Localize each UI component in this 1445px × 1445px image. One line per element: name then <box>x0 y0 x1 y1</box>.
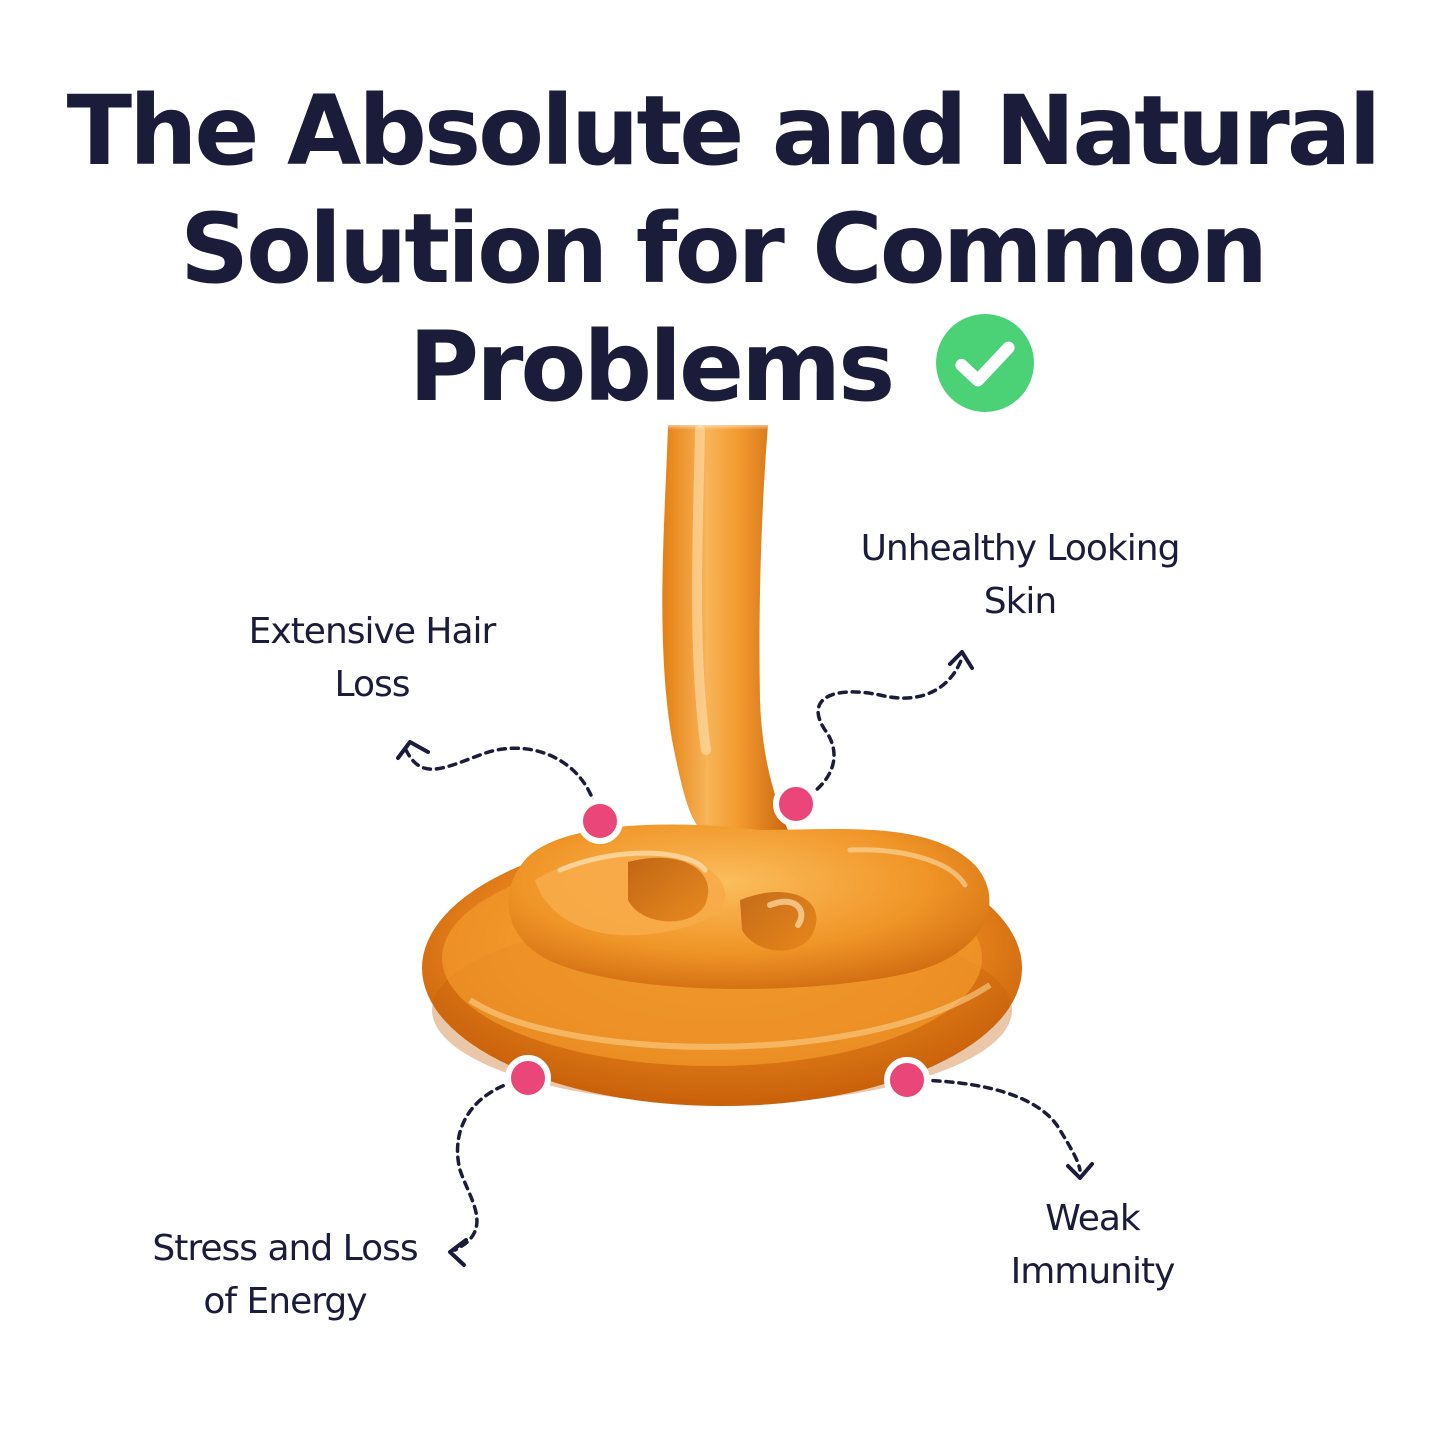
arrowhead-skin <box>948 650 974 670</box>
callout-hair-loss-line-1: Extensive Hair <box>248 611 497 652</box>
arrowhead-energy <box>448 1238 468 1267</box>
callout-energy: Stress and Loss of Energy <box>120 1222 450 1328</box>
check-circle-icon <box>936 314 1035 412</box>
connector-hair-loss <box>403 746 600 822</box>
headline-line-3-text: Problems <box>408 311 896 423</box>
callout-immunity-line-2: Immunity <box>1010 1251 1176 1292</box>
callout-skin-line-1: Unhealthy Looking <box>860 528 1181 569</box>
arrowhead-hair-loss <box>396 740 430 760</box>
callout-immunity-line-1: Weak <box>1045 1198 1141 1239</box>
callout-hair-loss-line-2: Loss <box>334 664 411 705</box>
headline-line-3: Problems <box>40 308 1405 426</box>
headline: The Absolute and Natural Solution for Co… <box>40 72 1405 426</box>
headline-line-2: Solution for Common <box>179 193 1268 305</box>
callout-skin: Unhealthy Looking Skin <box>820 522 1220 628</box>
callout-hair-loss: Extensive Hair Loss <box>222 605 522 711</box>
connector-skin <box>794 656 964 806</box>
callout-skin-line-2: Skin <box>983 581 1058 622</box>
callout-energy-line-1: Stress and Loss <box>152 1228 418 1269</box>
marker-skin <box>773 781 819 827</box>
connector-energy <box>453 1076 530 1252</box>
headline-line-1: The Absolute and Natural <box>66 75 1382 187</box>
callout-immunity: Weak Immunity <box>960 1192 1225 1298</box>
marker-energy <box>505 1055 551 1101</box>
connector-immunity <box>905 1078 1082 1172</box>
marker-hair-loss <box>577 798 623 844</box>
marker-immunity <box>884 1057 930 1103</box>
callout-energy-line-2: of Energy <box>203 1281 367 1322</box>
arrowhead-immunity <box>1066 1162 1094 1180</box>
